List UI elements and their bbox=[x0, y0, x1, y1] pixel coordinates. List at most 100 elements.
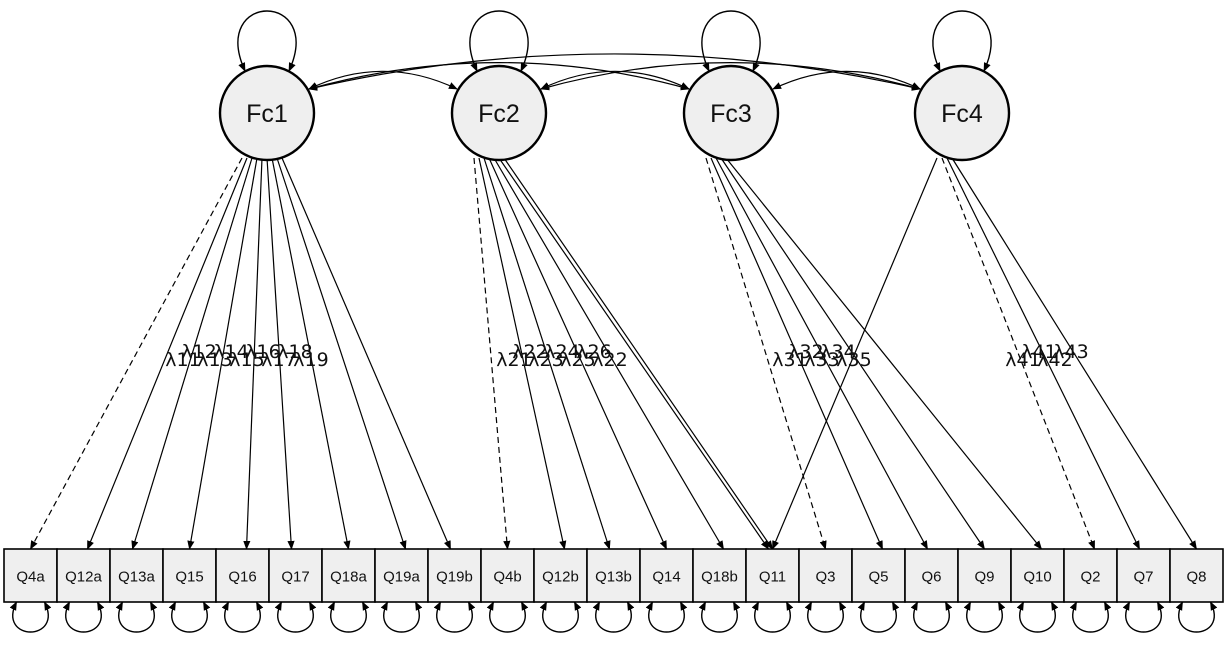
residual-loop-Q7 bbox=[1122, 601, 1165, 633]
loading-label: λ43 bbox=[1053, 341, 1088, 363]
loading-label: λ41 bbox=[1021, 341, 1056, 363]
loading-Fc3-Q10 bbox=[725, 157, 1043, 550]
item-label-Q12a: Q12a bbox=[65, 569, 102, 586]
loading-label: λ12 bbox=[181, 341, 216, 363]
residual-loop-Q6 bbox=[910, 601, 953, 633]
loading-Fc2-Q13b bbox=[483, 157, 611, 550]
loading-label: λ25 bbox=[560, 349, 595, 371]
item-box-Q6 bbox=[904, 548, 959, 603]
factor-covariances bbox=[308, 53, 921, 91]
loading-Fc1-Q13a bbox=[131, 157, 253, 550]
loading-Fc1-Q19b bbox=[281, 157, 452, 550]
factor-circle-Fc1 bbox=[218, 64, 316, 162]
item-label-Q10: Q10 bbox=[1023, 569, 1051, 586]
item-label-Q4b: Q4b bbox=[493, 569, 521, 586]
item-box-Q13a bbox=[109, 548, 164, 603]
residual-loop-Q2 bbox=[1069, 601, 1112, 633]
loading-Fc2-Q12b bbox=[478, 157, 567, 550]
item-label-Q17: Q17 bbox=[281, 569, 309, 586]
residual-loop-Q18b bbox=[698, 601, 741, 633]
residual-loop-Q14 bbox=[645, 601, 688, 633]
residual-loop-Q11 bbox=[751, 601, 794, 633]
item-label-Q4a: Q4a bbox=[16, 569, 45, 586]
item-label-Q7: Q7 bbox=[1133, 569, 1153, 586]
loading-Fc4-Q11 bbox=[771, 157, 938, 550]
loading-Fc2-Q11 bbox=[498, 157, 770, 550]
item-box-Q8 bbox=[1169, 548, 1224, 603]
loading-label: λ17 bbox=[261, 349, 296, 371]
loading-label: λ33 bbox=[804, 349, 839, 371]
residual-loop-Q17 bbox=[274, 601, 317, 633]
residual-loop-Q5 bbox=[857, 601, 900, 633]
item-label-Q12b: Q12b bbox=[542, 569, 579, 586]
residual-loop-Q9 bbox=[963, 601, 1006, 633]
item-label-Q15: Q15 bbox=[175, 569, 203, 586]
loading-label: λ22 bbox=[592, 349, 627, 371]
loading-label: λ14 bbox=[213, 341, 248, 363]
residual-loop-Q13b bbox=[592, 601, 635, 633]
residual-loop-Q16 bbox=[221, 601, 264, 633]
loading-Fc3-Q9 bbox=[720, 157, 986, 550]
loading-label: λ23 bbox=[528, 349, 563, 371]
item-label-Q2: Q2 bbox=[1080, 569, 1100, 586]
loading-label: λ16 bbox=[245, 341, 280, 363]
loading-Fc1-Q16 bbox=[243, 157, 263, 550]
item-label-Q13b: Q13b bbox=[595, 569, 632, 586]
loading-label: λ41 bbox=[1005, 349, 1040, 371]
loading-Fc1-Q15 bbox=[187, 157, 258, 550]
residual-loop-Q15 bbox=[168, 601, 211, 633]
item-box-Q19b bbox=[427, 548, 482, 603]
loading-label: λ21 bbox=[496, 349, 531, 371]
item-box-Q19a bbox=[374, 548, 429, 603]
loading-label: λ34 bbox=[820, 341, 855, 363]
item-label-Q13a: Q13a bbox=[118, 569, 155, 586]
residual-loop-Q8 bbox=[1175, 601, 1218, 633]
item-box-Q12b bbox=[533, 548, 588, 603]
loading-label: λ13 bbox=[197, 349, 232, 371]
loading-label: λ31 bbox=[772, 349, 807, 371]
factor-circle-Fc2 bbox=[450, 64, 548, 162]
item-box-Q10 bbox=[1010, 548, 1065, 603]
residual-loop-Q13a bbox=[115, 601, 158, 633]
loading-label: λ18 bbox=[277, 341, 312, 363]
item-label-Q9: Q9 bbox=[974, 569, 994, 586]
covariance-Fc2-Fc3 bbox=[540, 70, 690, 90]
item-label-Q18a: Q18a bbox=[330, 569, 367, 586]
factor-loadings bbox=[29, 157, 1198, 550]
item-label-Q3: Q3 bbox=[815, 569, 835, 586]
factor-label-Fc4: Fc4 bbox=[941, 100, 983, 128]
loading-Fc2-Q14 bbox=[488, 157, 668, 550]
loading-label: λ32 bbox=[788, 341, 823, 363]
item-box-Q11 bbox=[745, 548, 800, 603]
item-label-Q11: Q11 bbox=[759, 569, 786, 586]
variance-loop-Fc4 bbox=[932, 10, 992, 72]
item-label-Q14: Q14 bbox=[652, 569, 680, 586]
loading-Fc2-Q11 bbox=[503, 157, 774, 550]
item-box-Q9 bbox=[957, 548, 1012, 603]
loading-Fc3-Q3 bbox=[705, 157, 827, 550]
loading-Fc3-Q6 bbox=[715, 157, 929, 550]
loading-Fc1-Q19a bbox=[276, 157, 407, 550]
factor-label-Fc3: Fc3 bbox=[710, 100, 752, 128]
residual-loop-Q18a bbox=[327, 601, 370, 633]
loading-Fc4-Q8 bbox=[951, 157, 1198, 550]
loading-label: λ42 bbox=[1037, 349, 1072, 371]
factor-circle-Fc4 bbox=[913, 64, 1011, 162]
item-label-Q8: Q8 bbox=[1186, 569, 1206, 586]
variance-loop-Fc1 bbox=[237, 10, 297, 72]
loading-Fc2-Q4b bbox=[473, 157, 511, 550]
item-label-Q18b: Q18b bbox=[701, 569, 738, 586]
residual-loop-Q12b bbox=[539, 601, 582, 633]
item-box-Q12a bbox=[56, 548, 111, 603]
loading-Fc1-Q17 bbox=[266, 157, 295, 550]
covariance-Fc3-Fc4 bbox=[772, 70, 921, 90]
item-label-Q5: Q5 bbox=[868, 569, 888, 586]
residual-loop-Q19b bbox=[433, 601, 476, 633]
loading-label: λ24 bbox=[544, 341, 579, 363]
loading-Fc2-Q18b bbox=[493, 157, 725, 550]
residual-loop-Q4b bbox=[486, 601, 529, 633]
covariance-Fc1-Fc2 bbox=[308, 70, 458, 90]
